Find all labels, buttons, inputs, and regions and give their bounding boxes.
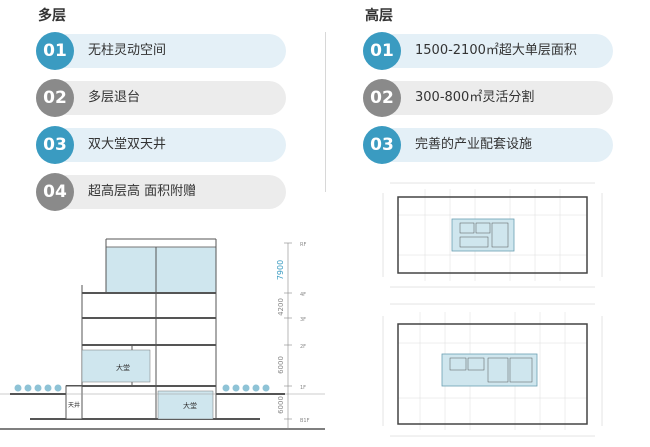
feature-item-03: 03 双大堂双天井 — [36, 126, 286, 164]
feature-item-03: 03 完善的产业配套设施 — [363, 126, 613, 164]
feature-item-01: 01 无柱灵动空间 — [36, 32, 286, 70]
floor-plan-lower — [382, 303, 603, 437]
number-badge: 01 — [363, 32, 401, 70]
dim-label: 4200 — [277, 298, 285, 316]
floor-label: 1F — [300, 385, 306, 391]
number-badge: 02 — [36, 79, 74, 117]
lobby-label-upper: 大堂 — [116, 363, 130, 372]
feature-item-04: 04 超高层高 面积附赠 — [36, 173, 286, 211]
floor-label: B1F — [300, 418, 310, 424]
feature-item-02: 02 300-800㎡灵活分割 — [363, 79, 613, 117]
floor-label: RF — [300, 242, 306, 248]
number-badge: 01 — [36, 32, 74, 70]
floor-label: 3F — [300, 317, 306, 323]
number-badge: 04 — [36, 173, 74, 211]
lower-lobby — [157, 390, 214, 420]
floor-label: 4F — [300, 292, 306, 298]
number-badge: 03 — [36, 126, 74, 164]
floor-label: 2F — [300, 344, 306, 350]
landscape-trees — [14, 384, 270, 392]
feature-text: 超高层高 面积附赠 — [88, 184, 197, 199]
feature-text: 双大堂双天井 — [88, 137, 167, 152]
feature-text: 多层退台 — [88, 90, 141, 105]
atrium-label: 天井 — [68, 401, 80, 409]
number-badge: 03 — [363, 126, 401, 164]
core-area — [451, 218, 515, 252]
dim-label: 6000 — [277, 356, 285, 374]
number-badge: 02 — [363, 79, 401, 117]
dim-label-top: 7900 — [276, 260, 285, 280]
column-divider — [325, 32, 326, 192]
upper-lobby — [81, 349, 151, 383]
feature-text: 完善的产业配套设施 — [415, 137, 533, 152]
feature-item-01: 01 1500-2100㎡超大单层面积 — [363, 32, 613, 70]
dim-label: 6000 — [277, 396, 285, 414]
feature-text: 300-800㎡灵活分割 — [415, 90, 535, 105]
floor-plan-large — [382, 182, 603, 288]
left-heading: 多层 — [38, 8, 66, 24]
lobby-label-lower: 大堂 — [183, 401, 197, 410]
building-section-drawing: 大堂 大堂 天井 7900 4200 6000 6000 RF 4F 3F 2F… — [0, 238, 325, 430]
feature-text: 无柱灵动空间 — [88, 43, 167, 58]
right-heading: 高层 — [365, 8, 393, 24]
feature-text: 1500-2100㎡超大单层面积 — [415, 43, 577, 58]
feature-item-02: 02 多层退台 — [36, 79, 286, 117]
